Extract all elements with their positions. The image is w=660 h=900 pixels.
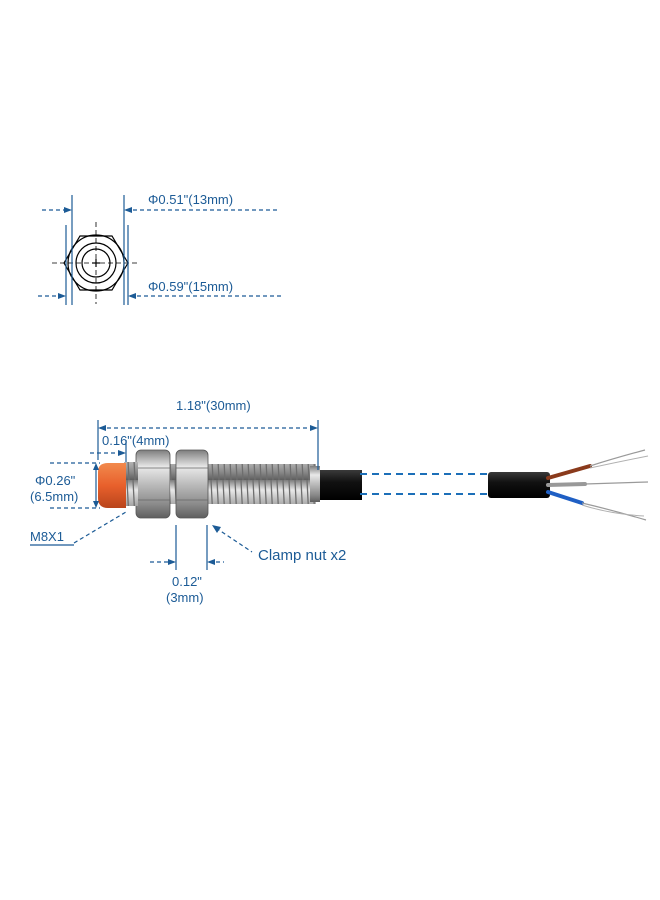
cable-near — [318, 470, 362, 500]
thread-label: M8X1 — [30, 529, 64, 544]
front-view: Φ0.51"(13mm) Φ0.59"(15mm) — [38, 192, 282, 305]
side-view: 1.18"(30mm) 0.16"(4mm) Φ0.26" (6.5mm) M8… — [30, 398, 649, 605]
nut-gap-label-2: (3mm) — [166, 590, 204, 605]
threaded-body — [206, 464, 316, 504]
head-length-label: 0.16"(4mm) — [102, 433, 169, 448]
sensor-head — [98, 463, 126, 508]
total-length-label: 1.18"(30mm) — [176, 398, 251, 413]
nut-gap-label-1: 0.12" — [172, 574, 202, 589]
outer-diameter-label: Φ0.59"(15mm) — [148, 279, 233, 294]
inner-diameter-label: Φ0.51"(13mm) — [148, 192, 233, 207]
clamp-nut-left — [135, 449, 171, 519]
head-diameter-label-2: (6.5mm) — [30, 489, 78, 504]
wires — [546, 449, 649, 521]
clamp-nut-right — [175, 449, 209, 519]
cable-far — [488, 472, 550, 498]
clamp-nut-label: Clamp nut x2 — [258, 547, 346, 564]
head-diameter-label-1: Φ0.26" — [35, 473, 76, 488]
